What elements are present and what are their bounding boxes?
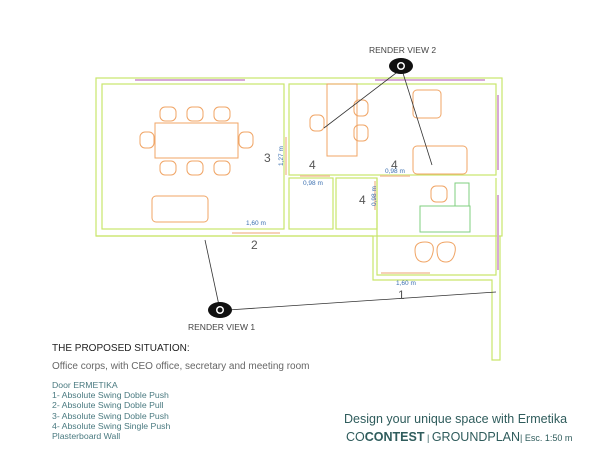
secretary-desk xyxy=(419,182,471,233)
separator: | xyxy=(520,433,525,443)
dimension-label: 0,98 m xyxy=(371,186,378,206)
brand-line: COCONTEST | GROUNDPLAN| Esc. 1:50 m xyxy=(346,430,572,444)
eye-icon xyxy=(389,58,413,74)
dimension-label: 0,98 m xyxy=(303,180,323,187)
dimension-label: 1,27 m xyxy=(278,146,285,166)
render-view-2-label: RENDER VIEW 2 xyxy=(369,45,437,55)
door-number: 2 xyxy=(251,238,258,252)
dimension-label: 1,60 m xyxy=(246,220,266,227)
furniture xyxy=(139,83,468,263)
door-number: 4 xyxy=(359,193,366,207)
description: Office corps, with CEO office, secretary… xyxy=(52,361,310,372)
legend-wall: Plasterboard Wall xyxy=(52,431,121,442)
brand-bold: CONTEST xyxy=(364,430,425,444)
sofa xyxy=(151,195,209,223)
desk xyxy=(326,83,358,157)
door-number: 1 xyxy=(398,288,405,302)
door-number: 3 xyxy=(264,151,271,165)
dimension-label: 0,98 m xyxy=(385,168,405,175)
tagline: Design your unique space with Ermetika xyxy=(344,412,568,426)
scale-label: Esc. 1:50 m xyxy=(524,433,573,443)
section-label: GROUNDPLAN xyxy=(431,430,521,444)
dimension-label: 1,60 m xyxy=(396,280,416,287)
brand-prefix: CO xyxy=(346,430,365,444)
doors xyxy=(232,137,430,274)
windows xyxy=(135,79,499,270)
legend-item: 2- Absolute Swing Doble Pull xyxy=(52,400,164,411)
legend-title: Door ERMETIKA xyxy=(52,380,118,390)
legend-item: 4- Absolute Swing Single Push xyxy=(52,420,171,431)
armchair xyxy=(412,89,442,119)
walls xyxy=(95,77,503,361)
heading: THE PROPOSED SITUATION: xyxy=(52,343,190,354)
eye-icon xyxy=(208,302,232,318)
sofa xyxy=(412,145,468,175)
separator: | xyxy=(424,433,432,443)
view-lines xyxy=(204,69,497,311)
legend-item: 1- Absolute Swing Doble Push xyxy=(52,390,169,401)
meeting-table xyxy=(154,122,239,159)
render-view-1-label: RENDER VIEW 1 xyxy=(188,322,256,332)
door-number: 4 xyxy=(309,158,316,172)
door-number: 4 xyxy=(391,158,398,172)
legend-item: 3- Absolute Swing Doble Push xyxy=(52,410,169,421)
door-legend: Door ERMETIKA 1- Absolute Swing Doble Pu… xyxy=(52,380,170,441)
